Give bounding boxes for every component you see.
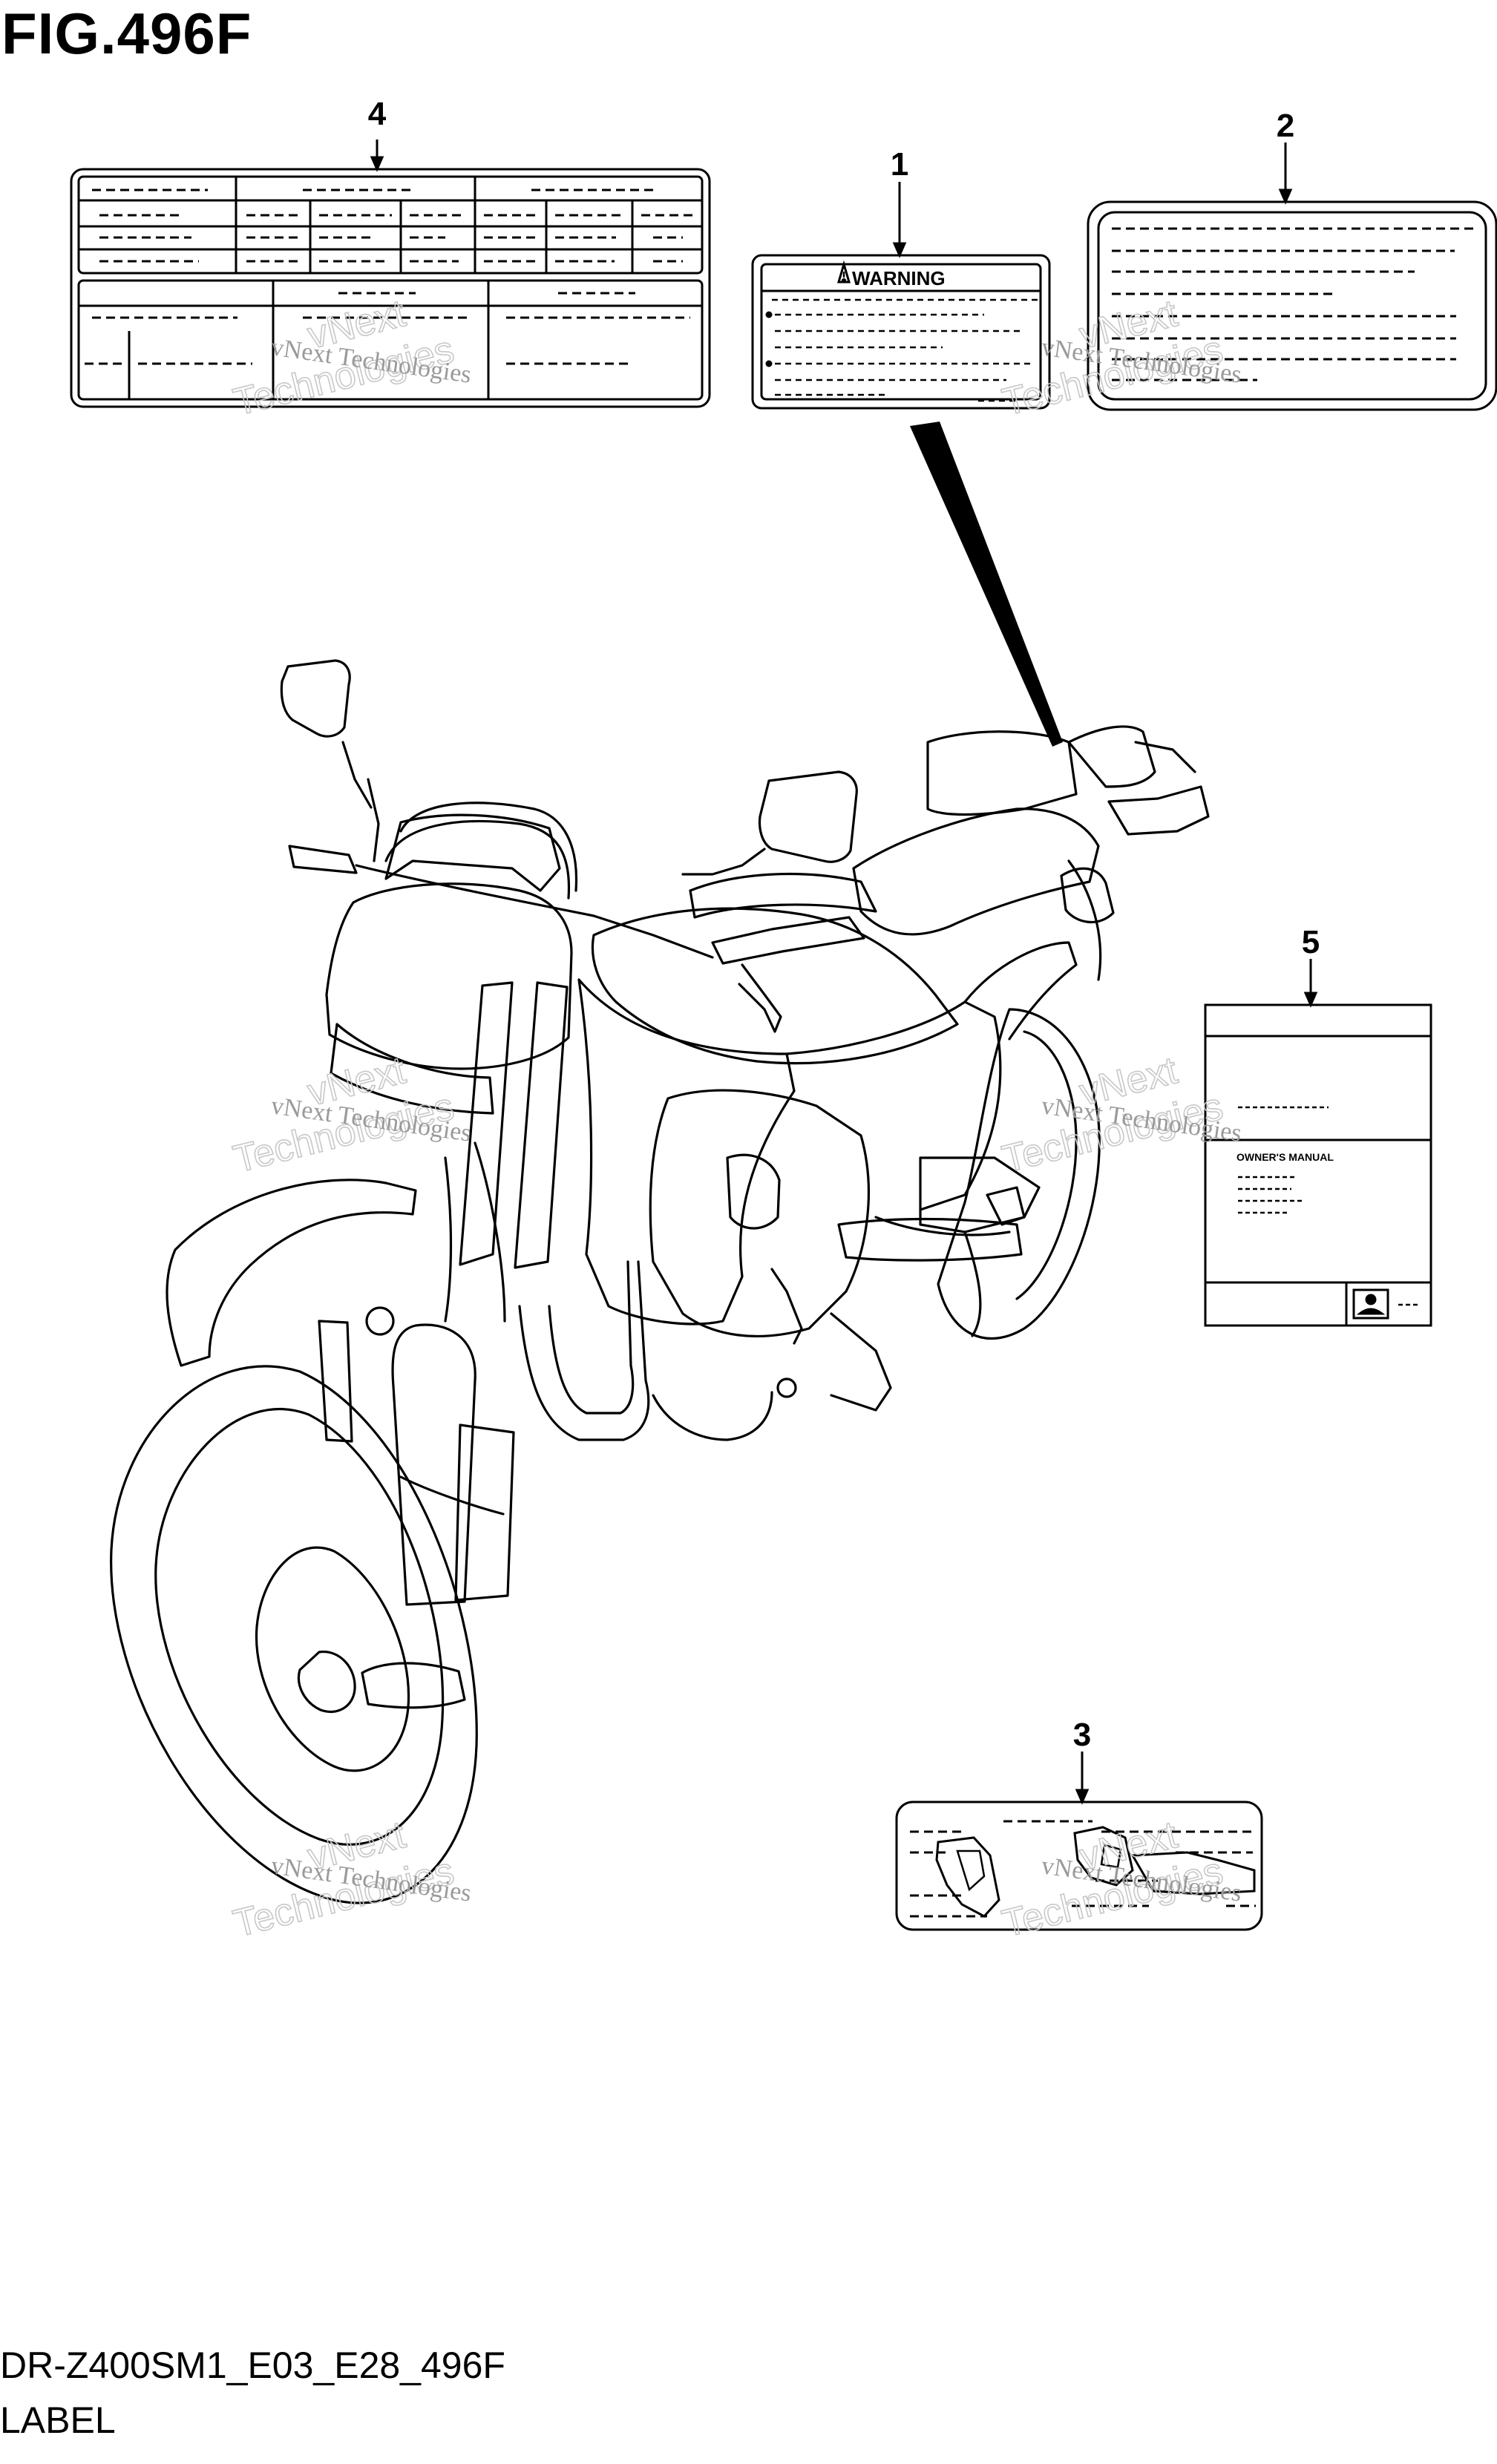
- label-4: [70, 140, 711, 408]
- warning-triangle-icon: [837, 260, 851, 284]
- callout-5: 5: [1302, 924, 1320, 960]
- label-1: [751, 182, 1063, 747]
- watermark-mid-right: vNext Technologies vNext Technologies: [998, 1048, 1243, 1182]
- radiator-shroud: [577, 978, 796, 1326]
- watermark-top-right: vNext Technologies vNext Technologies: [998, 291, 1243, 425]
- figure-code: DR-Z400SM1_E03_E28_496F: [0, 2345, 505, 2386]
- callout-1: 1: [891, 146, 908, 183]
- label-4-frame: [70, 168, 711, 408]
- figure-caption: LABEL: [0, 2399, 116, 2441]
- front-fender: [166, 1179, 417, 1367]
- label-2-frame: [1087, 200, 1497, 411]
- warning-heading: WARNING: [852, 267, 946, 289]
- rear-tire: [937, 1008, 1101, 1340]
- callout-4: 4: [368, 96, 387, 132]
- label-1-frame: [751, 254, 1051, 410]
- label-3-frame: [895, 1801, 1263, 1931]
- callout-3: 3: [1073, 1717, 1091, 1753]
- watermark-top-left: vNext Technologies vNext Technologies: [229, 291, 473, 425]
- manual-book-icon: [1352, 1288, 1389, 1320]
- fuel-tank: [591, 907, 959, 1065]
- front-brake-disc: [255, 1546, 410, 1772]
- fork-leg: [391, 1323, 476, 1606]
- front-tire: [110, 1365, 478, 1904]
- label-2: [1087, 142, 1497, 411]
- motorcycle-drawing: [110, 659, 1210, 1904]
- engine: [649, 1089, 870, 1338]
- seat: [852, 807, 1100, 936]
- label-5: [1204, 959, 1432, 1327]
- manual-heading: OWNER'S MANUAL: [1236, 1151, 1334, 1163]
- label-5-frame: [1204, 1003, 1432, 1327]
- number-plate: [325, 882, 573, 1070]
- watermark-bottom-left: vNext Technologies vNext Technologies: [229, 1812, 473, 1946]
- watermark-bottom-right: vNext Technologies vNext Technologies: [998, 1812, 1243, 1946]
- leader-wedge-1: [910, 422, 1063, 747]
- figure-title: FIG.496F: [1, 1, 252, 66]
- left-mirror: [280, 659, 351, 738]
- right-mirror: [758, 770, 858, 863]
- callout-2: 2: [1277, 108, 1294, 144]
- label-3: [895, 1752, 1263, 1931]
